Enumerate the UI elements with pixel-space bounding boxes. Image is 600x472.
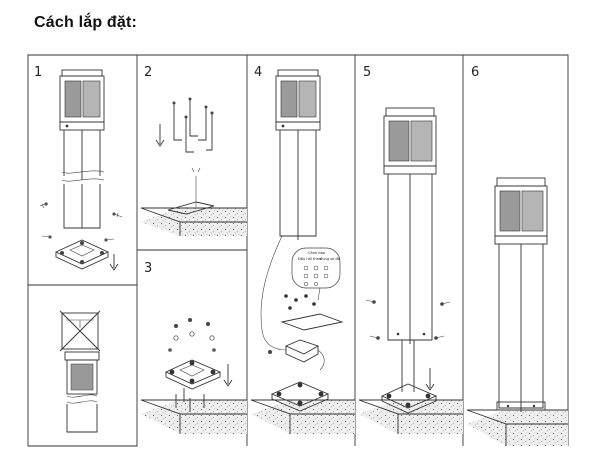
step-number-1: 1 bbox=[34, 65, 42, 80]
down-arrow-icon bbox=[223, 364, 233, 387]
down-arrow-icon bbox=[155, 124, 165, 147]
nut-icon bbox=[168, 318, 216, 352]
panel-4-illustration: Cảnh báo Đấu nối theo đúng sơ đồ bbox=[250, 69, 355, 434]
step-number-4: 4 bbox=[254, 65, 262, 80]
wiring-label-line2: đúng sơ đồ bbox=[320, 257, 340, 261]
step-number-5: 5 bbox=[363, 65, 371, 80]
panel-2-illustration bbox=[140, 97, 247, 236]
panel-6-illustration bbox=[466, 177, 568, 446]
panel-5-illustration bbox=[358, 107, 463, 434]
screw-icon bbox=[365, 299, 451, 340]
step-number-2: 2 bbox=[144, 65, 152, 80]
screw-icon bbox=[284, 294, 316, 310]
step-number-6: 6 bbox=[471, 65, 479, 80]
anchor-bolt-icon bbox=[172, 97, 214, 153]
down-arrow-icon bbox=[109, 254, 119, 271]
down-arrow-icon bbox=[425, 368, 435, 391]
step-number-3: 3 bbox=[144, 261, 152, 276]
screw-icon bbox=[39, 202, 123, 242]
wiring-label: Cảnh báo Đấu nối theo đúng sơ đồ bbox=[291, 247, 341, 301]
panel-1b-illustration bbox=[59, 310, 101, 433]
panel-3-illustration bbox=[140, 318, 247, 434]
panel-frames bbox=[27, 54, 569, 447]
panel-1-illustration bbox=[39, 69, 123, 271]
wiring-label-title: Cảnh báo bbox=[308, 251, 325, 255]
page-title: Cách lắp đặt: bbox=[34, 14, 138, 31]
wiring-label-line1: Đấu nối theo bbox=[298, 257, 321, 261]
